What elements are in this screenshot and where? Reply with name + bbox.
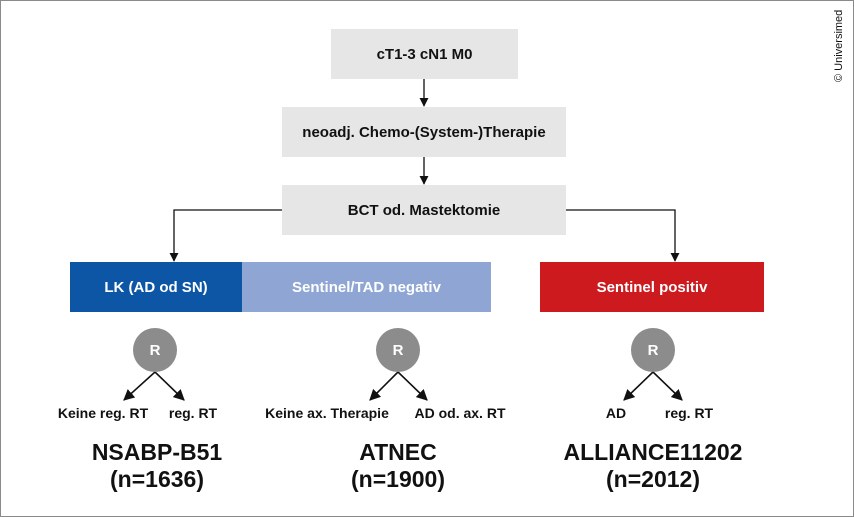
therapy-box: neoadj. Chemo-(System-)Therapie: [282, 107, 566, 157]
randomization-circle-1: R: [133, 328, 177, 372]
arrow-surgery-to-sentinel-positive: [566, 209, 680, 262]
arrow-r2-left: [369, 371, 399, 401]
randomization-circle-3: R: [631, 328, 675, 372]
therapy-label: neoadj. Chemo-(System-)Therapie: [302, 123, 546, 141]
trial-3-n: (n=2012): [606, 466, 700, 492]
sentinel-positive-label: Sentinel positiv: [596, 278, 708, 296]
trial-2: ATNEC (n=1900): [351, 439, 445, 493]
trial-3-arm-2: reg. RT: [664, 405, 714, 421]
arrow-r3-right: [652, 371, 683, 401]
arrow-r1-left: [123, 371, 156, 401]
trial-1-n: (n=1636): [110, 466, 204, 492]
trial-3-name: ALLIANCE11202: [563, 439, 743, 465]
lk-box: LK (AD od SN): [70, 262, 242, 312]
randomization-label: R: [392, 341, 404, 359]
arrow-r2-right: [397, 371, 428, 401]
arrow-r1-right: [154, 371, 185, 401]
trial-3-arm-1: AD: [605, 405, 627, 421]
arrow-r3-left: [623, 371, 654, 401]
sentinel-negative-label: Sentinel/TAD negativ: [292, 278, 441, 296]
trial-2-name: ATNEC: [359, 439, 437, 465]
trial-2-arm-2: AD od. ax. RT: [414, 405, 506, 421]
arrow-surgery-to-lk: [169, 209, 282, 262]
trial-1-arm-2: reg. RT: [168, 405, 218, 421]
copyright-text: © Universimed: [833, 10, 845, 82]
trial-3: ALLIANCE11202 (n=2012): [564, 439, 743, 493]
trial-1: NSABP-B51 (n=1636): [92, 439, 222, 493]
sentinel-negative-box: Sentinel/TAD negativ: [242, 262, 491, 312]
trial-1-arm-1: Keine reg. RT: [57, 405, 149, 421]
staging-box: cT1-3 cN1 M0: [331, 29, 518, 79]
copyright-notice: © Universimed: [833, 10, 845, 82]
trial-1-name: NSABP-B51: [91, 439, 223, 465]
sentinel-positive-box: Sentinel positiv: [540, 262, 764, 312]
staging-label: cT1-3 cN1 M0: [376, 45, 473, 63]
randomization-label: R: [149, 341, 161, 359]
randomization-circle-2: R: [376, 328, 420, 372]
surgery-label: BCT od. Mastektomie: [347, 201, 501, 219]
trial-2-n: (n=1900): [351, 466, 445, 492]
lk-label: LK (AD od SN): [104, 278, 208, 296]
surgery-box: BCT od. Mastektomie: [282, 185, 566, 235]
randomization-label: R: [647, 341, 659, 359]
trial-2-arm-1: Keine ax. Therapie: [265, 405, 389, 421]
